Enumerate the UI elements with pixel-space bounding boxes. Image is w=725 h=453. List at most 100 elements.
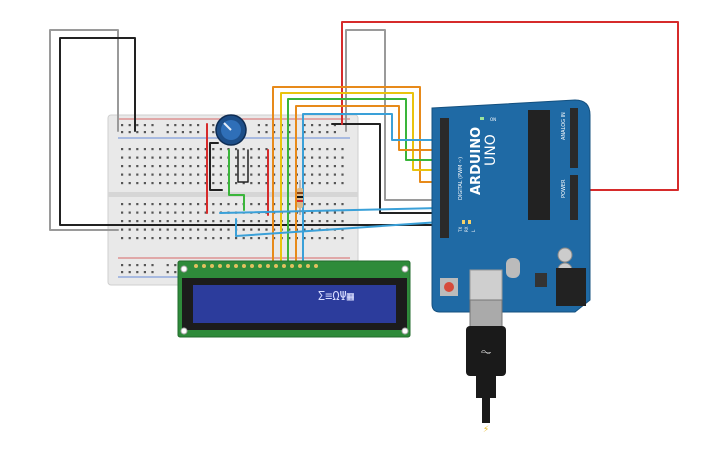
rx-led	[468, 220, 471, 224]
breadboard-hole	[257, 156, 260, 159]
breadboard-hole	[189, 237, 192, 240]
breadboard-hole	[159, 237, 162, 240]
breadboard-hole	[136, 203, 139, 206]
breadboard-hole	[288, 165, 291, 168]
breadboard-hole	[257, 228, 260, 231]
breadboard-hole	[136, 165, 139, 168]
breadboard-hole	[326, 124, 329, 127]
breadboard-hole	[257, 131, 260, 134]
breadboard-hole	[273, 124, 276, 127]
breadboard-hole	[318, 124, 321, 127]
breadboard-hole	[204, 182, 207, 185]
breadboard-hole	[143, 220, 146, 223]
breadboard-hole	[257, 237, 260, 240]
potentiometer[interactable]	[215, 114, 247, 146]
breadboard-hole	[212, 148, 215, 151]
breadboard-hole	[212, 228, 215, 231]
breadboard-hole	[288, 124, 291, 127]
breadboard-hole	[204, 148, 207, 151]
breadboard-hole	[318, 237, 321, 240]
usb-plug-body	[466, 326, 506, 376]
breadboard-hole	[204, 203, 207, 206]
breadboard-hole	[166, 237, 169, 240]
breadboard-hole	[257, 182, 260, 185]
breadboard-hole	[311, 220, 314, 223]
resistor	[297, 180, 303, 215]
usb-cable: ⏦ ⚡	[466, 299, 506, 435]
breadboard-hole	[273, 228, 276, 231]
breadboard-hole	[341, 182, 344, 185]
breadboard-hole	[273, 165, 276, 168]
breadboard-hole	[303, 131, 306, 134]
breadboard-hole	[128, 264, 131, 267]
board-brand: ARDUINO	[469, 127, 484, 195]
breadboard-hole	[143, 237, 146, 240]
breadboard-hole	[288, 220, 291, 223]
breadboard-hole	[318, 220, 321, 223]
breadboard-hole	[121, 211, 124, 214]
breadboard-hole	[151, 165, 154, 168]
breadboard-hole	[121, 237, 124, 240]
breadboard-hole	[326, 131, 329, 134]
breadboard-hole	[318, 203, 321, 206]
lcd-pin	[210, 264, 214, 268]
breadboard-hole	[166, 124, 169, 127]
breadboard-hole	[273, 237, 276, 240]
reset-button[interactable]	[444, 282, 454, 292]
breadboard-hole	[121, 182, 124, 185]
board-model: UNO	[483, 134, 499, 166]
breadboard-hole	[166, 203, 169, 206]
lcd-module: Σ≡ΩΨ▦	[177, 260, 411, 338]
tx-led	[462, 220, 465, 224]
breadboard-hole	[326, 237, 329, 240]
breadboard-hole	[235, 203, 238, 206]
breadboard-hole	[326, 182, 329, 185]
breadboard-hole	[326, 173, 329, 176]
breadboard-hole	[181, 173, 184, 176]
breadboard-hole	[219, 237, 222, 240]
breadboard-hole	[136, 124, 139, 127]
breadboard-hole	[250, 165, 253, 168]
wire-black-pot	[209, 142, 223, 191]
breadboard-hole	[197, 211, 200, 214]
breadboard-hole	[166, 220, 169, 223]
lcd-pin	[226, 264, 230, 268]
breadboard-hole	[326, 203, 329, 206]
breadboard-hole	[151, 148, 154, 151]
breadboard-hole	[333, 220, 336, 223]
breadboard-hole	[326, 156, 329, 159]
crystal-oscillator	[506, 258, 520, 278]
wire-yellow	[280, 92, 441, 264]
breadboard-hole	[257, 148, 260, 151]
breadboard-hole	[288, 228, 291, 231]
breadboard-hole	[136, 148, 139, 151]
breadboard-hole	[121, 173, 124, 176]
breadboard-hole	[128, 182, 131, 185]
breadboard-hole	[212, 182, 215, 185]
breadboard-hole	[288, 148, 291, 151]
breadboard-hole	[333, 124, 336, 127]
breadboard-hole	[227, 228, 230, 231]
lcd-screen	[193, 285, 396, 323]
lcd-header-pins	[194, 264, 318, 268]
atmega-chip	[528, 110, 550, 220]
breadboard-hole	[197, 228, 200, 231]
tx-label: TX	[458, 227, 463, 233]
breadboard-hole	[197, 156, 200, 159]
breadboard-hole	[212, 124, 215, 127]
breadboard-hole	[219, 148, 222, 151]
breadboard-hole	[143, 264, 146, 267]
breadboard-hole	[265, 173, 268, 176]
lcd-pin	[194, 264, 198, 268]
breadboard-hole	[189, 220, 192, 223]
lcd-mount-hole-tl	[180, 265, 188, 273]
breadboard-hole	[250, 228, 253, 231]
breadboard-hole	[341, 156, 344, 159]
breadboard-hole	[181, 165, 184, 168]
breadboard-hole	[333, 131, 336, 134]
breadboard-hole	[151, 211, 154, 214]
breadboard-hole	[151, 124, 154, 127]
lcd-display-text: Σ≡ΩΨ▦	[318, 289, 355, 303]
breadboard-hole	[151, 237, 154, 240]
breadboard-hole	[311, 131, 314, 134]
